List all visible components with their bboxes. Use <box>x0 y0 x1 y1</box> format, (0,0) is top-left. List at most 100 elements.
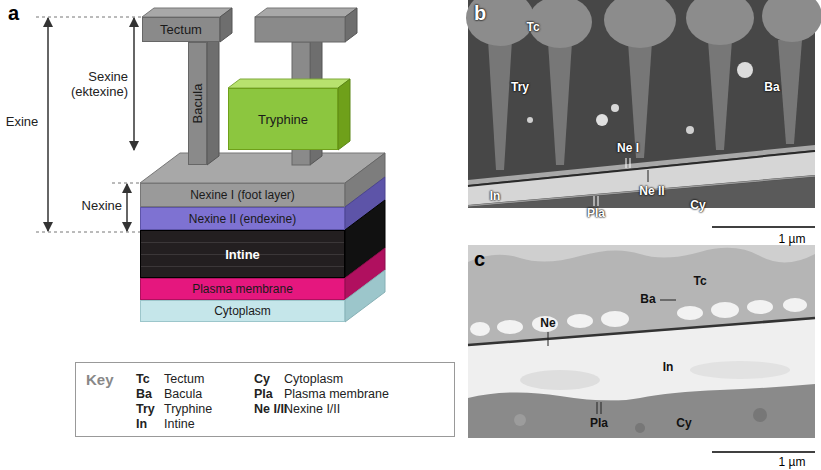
layer-side-face <box>345 270 385 322</box>
structure-abbrev: Pla <box>590 417 608 431</box>
scale-label: 1 µm <box>779 456 806 470</box>
node-label: Tectum <box>160 22 202 37</box>
structure-abbrev: In <box>490 190 501 204</box>
slab-top-face <box>140 153 385 183</box>
vesicle-speck <box>737 62 753 78</box>
panel-letter: c <box>474 248 485 271</box>
structure-abbrev: Tc <box>526 21 539 35</box>
key-abbrev: In <box>136 417 147 431</box>
key-term: Bacula <box>164 387 202 401</box>
micrograph-background <box>468 245 815 438</box>
cytoplasm-texture <box>635 423 645 433</box>
intine-band <box>468 319 815 400</box>
dimension-arrow <box>126 184 128 231</box>
dimension-arrow <box>133 18 135 150</box>
layer-band: Nexine I (foot layer) <box>140 183 345 207</box>
guide-line <box>36 232 140 233</box>
vesicle-speck <box>686 126 694 134</box>
leader-line <box>601 402 602 414</box>
key-term: Tryphine <box>164 402 212 416</box>
leader-line <box>597 402 598 414</box>
scale-bar <box>712 226 815 228</box>
cytoplasm-region <box>468 177 815 208</box>
vesicle-speck <box>527 117 533 123</box>
bacula-gap <box>711 302 739 318</box>
tectum-side-face <box>220 8 232 42</box>
bacula-micrograph <box>628 42 652 158</box>
layer-band: Intine <box>140 230 345 278</box>
node-label: Nexine I (foot layer) <box>190 188 295 202</box>
bacula-gap <box>747 300 773 314</box>
cytoplasm-texture <box>514 414 526 426</box>
leader-line <box>648 170 649 182</box>
leader-line <box>594 196 595 206</box>
panel-letter: b <box>474 2 486 25</box>
tectum-side-face <box>345 8 357 42</box>
bacula-gap <box>677 306 703 320</box>
bacula-gap <box>567 314 593 328</box>
tectum-micrograph <box>686 0 754 45</box>
node-label: Tryphine <box>258 112 308 127</box>
bacula-gap <box>783 298 807 312</box>
key-term: Plasma membrane <box>284 387 389 401</box>
key-abbrev: Pla <box>254 387 273 401</box>
tectum-top-face <box>142 8 232 17</box>
bacula-micrograph <box>708 40 732 150</box>
tectum-head: Tectum <box>142 17 220 42</box>
tryphine-block: Tryphine <box>228 88 338 150</box>
leader-line <box>630 158 631 168</box>
tectum-micrograph <box>466 0 534 46</box>
tectum-micrograph <box>604 0 676 48</box>
node-label: Nexine II (endexine) <box>189 212 296 226</box>
leader-line <box>660 300 676 301</box>
key-term: Tectum <box>164 372 204 386</box>
guide-line <box>112 183 140 184</box>
scale-bar <box>712 451 815 453</box>
vesicle-speck <box>596 114 608 126</box>
structure-abbrev: Pla <box>587 207 605 221</box>
key-term: Intine <box>164 417 195 431</box>
leader-line <box>548 332 549 346</box>
layer-band: Cytoplasm <box>140 300 345 322</box>
structure-abbrev: Ba <box>640 293 655 307</box>
guide-line <box>36 17 142 18</box>
key-abbrev: Ba <box>136 387 152 401</box>
tectum-micrograph <box>762 0 821 42</box>
tectum-top-face <box>255 8 357 17</box>
dimension-arrow <box>47 18 49 231</box>
scale-label: 1 µm <box>779 233 806 247</box>
bacula-column: Bacula <box>188 42 207 165</box>
key-abbrev: Try <box>136 402 155 416</box>
layer-band: Plasma membrane <box>140 278 345 300</box>
cytoplasm-texture <box>753 408 767 422</box>
key-box: KeyTcTectumCyCytoplasmBaBaculaPlaPlasma … <box>75 362 455 437</box>
structure-abbrev: Ne <box>540 317 555 331</box>
structure-abbrev: In <box>663 361 674 375</box>
dimension-label: Exine <box>6 115 39 130</box>
structure-abbrev: Ne II <box>639 185 664 199</box>
structure-abbrev: Cy <box>676 417 691 431</box>
structure-abbrev: Cy <box>690 199 705 213</box>
key-term: Cytoplasm <box>284 372 343 386</box>
bacula-side-face <box>207 33 219 165</box>
structure-abbrev: Try <box>511 81 529 95</box>
leader-line <box>598 196 599 206</box>
bacula-gap <box>497 320 523 334</box>
layer-band: Nexine II (endexine) <box>140 207 345 230</box>
dimension-label: Sexine (ektexine) <box>64 70 128 100</box>
bacula-gap <box>601 311 629 327</box>
intine-texture <box>690 361 790 379</box>
bacula-micrograph <box>488 40 512 170</box>
structure-abbrev: Tc <box>693 275 706 289</box>
node-label: Plasma membrane <box>192 282 293 296</box>
leader-line <box>626 158 627 168</box>
intine-texture <box>520 370 600 390</box>
vesicle-speck <box>611 104 619 112</box>
node-label: Cytoplasm <box>214 304 271 318</box>
key-heading: Key <box>86 371 114 388</box>
node-label: Intine <box>225 247 260 262</box>
structure-abbrev: Ba <box>764 81 779 95</box>
tryphine-top-face <box>228 79 350 88</box>
node-label: Bacula <box>190 84 205 124</box>
